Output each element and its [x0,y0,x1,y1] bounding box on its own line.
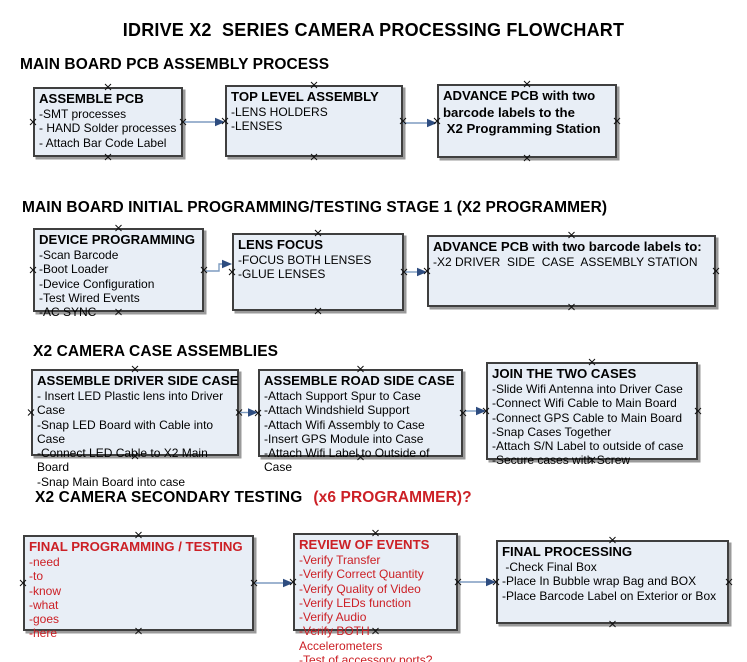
flow-box-top-level-assembly: TOP LEVEL ASSEMBLY -LENS HOLDERS -LENSES [225,85,403,157]
box-body: -need -to -know -what -goes -here [29,555,62,641]
box-body: -Slide Wifi Antenna into Driver Case -Co… [492,382,684,468]
secondary-testing-label: X2 CAMERA SECONDARY TESTING [35,489,303,506]
flow-box-assemble-driver-side-case: ASSEMBLE DRIVER SIDE CASE - Insert LED P… [31,369,239,489]
connector-roadcase-to-joincases [464,406,486,416]
flow-box-final-processing: FINAL PROCESSING -Check Final Box -Place… [496,540,729,624]
box-body: -Verify Transfer -Verify Correct Quantit… [299,553,433,662]
flow-box-assemble-road-side-case: ASSEMBLE ROAD SIDE CASE -Attach Support … [258,369,463,474]
box-body: - Insert LED Plastic lens into Driver Ca… [37,389,224,489]
box-title: JOIN THE TWO CASES [492,366,637,381]
box-title: DEVICE PROGRAMMING [39,232,196,247]
box-title: ASSEMBLE DRIVER SIDE CASE [37,373,239,388]
box-title: ADVANCE PCB with two barcode labels to: [433,239,702,254]
box-body: -LENS HOLDERS -LENSES [231,105,328,134]
connector-assemble-to-toplevel [184,117,225,127]
connector-toplevel-to-advance [403,118,437,128]
box-title: FINAL PROGRAMMING / TESTING [29,539,243,554]
connector-lensfocus-to-advance2 [405,267,427,277]
box-body: -FOCUS BOTH LENSES -GLUE LENSES [238,253,372,282]
flow-box-assemble-pcb: ASSEMBLE PCB -SMT processes - HAND Solde… [33,87,183,157]
box-title: FINAL PROCESSING [502,544,633,559]
section-heading-case-assemblies: X2 CAMERA CASE ASSEMBLIES [33,343,279,360]
box-body: -Check Final Box -Place In Bubble wrap B… [502,560,717,603]
section-heading-secondary-testing: X2 CAMERA SECONDARY TESTING (x6 PROGRAMME… [35,489,472,507]
box-title: LENS FOCUS [238,237,323,252]
flow-box-lens-focus: LENS FOCUS -FOCUS BOTH LENSES -GLUE LENS… [232,233,404,311]
page-title: IDRIVE X2 SERIES CAMERA PROCESSING FLOWC… [122,20,625,40]
flow-box-advance-pcb-driver-side-station: ADVANCE PCB with two barcode labels to: … [427,235,716,307]
flow-box-advance-pcb-programming-station: ADVANCE PCB with two barcode labels to t… [437,84,617,158]
flow-box-device-programming: DEVICE PROGRAMMING -Scan Barcode -Boot L… [33,228,204,319]
flow-box-review-of-events: REVIEW OF EVENTS -Verify Transfer -Verif… [293,533,458,662]
box-title: ASSEMBLE PCB [39,91,144,106]
connector-deviceprog-to-lensfocus [205,259,232,272]
flow-box-final-programming-testing: FINAL PROGRAMMING / TESTING -need -to -k… [23,535,254,640]
x6-programmer-note: (x6 PROGRAMMER)? [313,489,472,506]
box-body: -SMT processes - HAND Solder processes -… [39,107,177,150]
flow-box-join-the-two-cases: JOIN THE TWO CASES -Slide Wifi Antenna i… [486,362,698,467]
box-body: -Scan Barcode -Boot Loader -Device Confi… [39,248,155,320]
box-body: -X2 DRIVER SIDE CASE ASSEMBLY STATION [433,255,698,269]
box-body: ADVANCE PCB with two barcode labels to t… [443,88,601,136]
connector-review-to-finalproc [459,577,496,587]
section-heading-initial-programming: MAIN BOARD INITIAL PROGRAMMING/TESTING S… [22,199,608,216]
box-title: REVIEW OF EVENTS [299,537,430,552]
box-body: -Attach Support Spur to Case -Attach Win… [264,389,430,475]
box-title: TOP LEVEL ASSEMBLY [231,89,379,104]
connector-finalprog-to-review [255,578,293,588]
section-heading-pcb-assembly: MAIN BOARD PCB ASSEMBLY PROCESS [20,56,330,73]
box-title: ASSEMBLE ROAD SIDE CASE [264,373,455,388]
connector-drivercase-to-roadcase [240,408,258,417]
